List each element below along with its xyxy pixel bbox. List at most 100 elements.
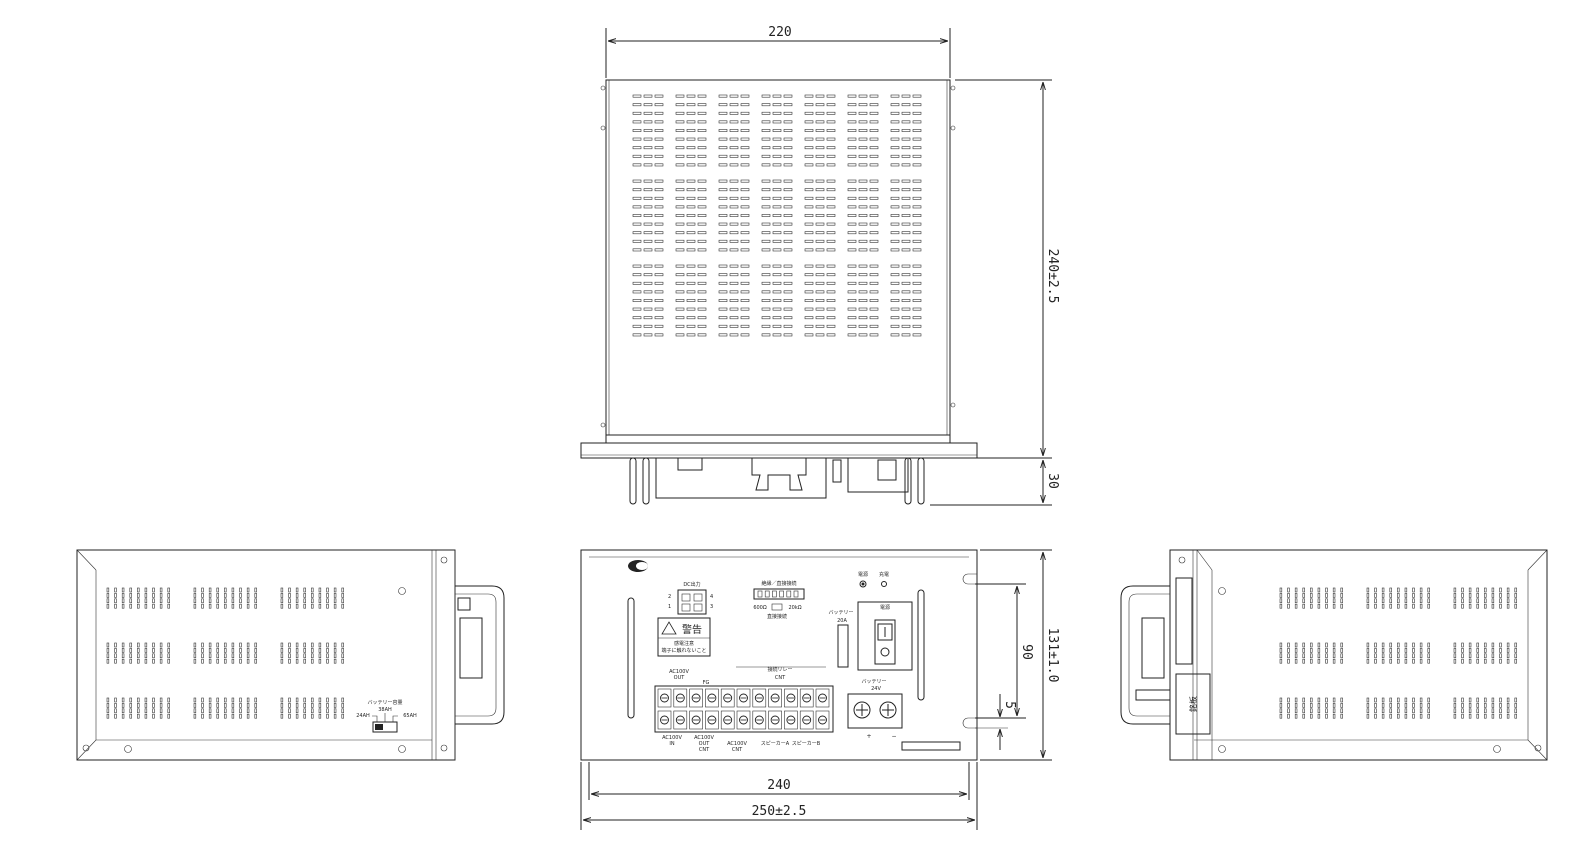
vent-slot	[224, 593, 227, 598]
vent-slot	[1302, 708, 1305, 714]
vent-slot	[1374, 593, 1377, 598]
fuse-value: 20A	[837, 618, 847, 624]
vent-slot	[869, 163, 879, 167]
vent-slot	[858, 146, 868, 150]
ac-cnt-label2: CNT	[732, 747, 743, 753]
battery-terminal-label: バッテリー	[861, 679, 886, 685]
vent-slot	[729, 299, 739, 302]
vent-slot	[772, 273, 782, 277]
vent-slot	[654, 196, 664, 200]
vent-slot	[901, 290, 911, 294]
isolation-dip-switch[interactable]	[753, 588, 805, 600]
vent-slot	[1484, 658, 1487, 664]
vent-slot	[675, 120, 685, 124]
vent-slot	[632, 103, 642, 107]
vent-slot	[1340, 587, 1343, 593]
vent-slot	[152, 658, 155, 664]
vent-slot	[167, 587, 170, 593]
vent-slot	[740, 94, 750, 98]
vent-slot	[333, 642, 337, 648]
power-switch[interactable]	[874, 619, 896, 665]
vent-slot	[1468, 653, 1472, 659]
battery-terminal[interactable]	[847, 693, 903, 729]
vent-slot	[231, 642, 235, 648]
vent-slot	[675, 290, 685, 294]
vent-slot	[167, 642, 170, 648]
vent-slot	[231, 658, 235, 664]
vent-slot	[1397, 587, 1400, 593]
vent-slot	[167, 658, 170, 664]
vent-slot	[740, 333, 750, 337]
vent-slot	[675, 154, 685, 158]
vent-slot	[1317, 593, 1321, 598]
vent-slot	[1332, 703, 1336, 708]
vent-slot	[772, 146, 782, 150]
vent-slot	[159, 587, 163, 593]
vent-slot	[201, 587, 204, 593]
relay-label: 接続リレー	[767, 666, 792, 673]
vent-slot	[901, 137, 911, 141]
vent-slot	[326, 703, 329, 708]
vent-slot	[729, 111, 739, 115]
vent-slot	[208, 603, 212, 609]
vent-slot	[632, 248, 642, 252]
vent-slot	[1461, 703, 1464, 708]
vent-slot	[718, 222, 728, 226]
vent-slot	[1514, 598, 1517, 604]
vent-slot	[729, 137, 739, 141]
battery-capacity-switch[interactable]	[372, 721, 398, 733]
vent-slot	[804, 111, 814, 115]
vent-slot	[1427, 708, 1430, 714]
vent-slot	[632, 290, 642, 294]
vent-slot	[783, 146, 793, 150]
vent-slot	[804, 196, 814, 200]
dc-output-connector[interactable]	[677, 589, 707, 615]
vent-slot	[1476, 653, 1479, 659]
vent-slot	[826, 111, 836, 115]
vent-slot	[826, 264, 836, 268]
vent-slot	[1340, 703, 1343, 708]
vent-slot	[1476, 648, 1479, 653]
vent-slot	[869, 214, 879, 217]
vent-slot	[333, 653, 337, 659]
vent-slot	[1514, 593, 1517, 598]
vent-slot	[890, 111, 900, 115]
vent-slot	[675, 307, 685, 311]
terminal-cell	[752, 688, 767, 708]
vent-slot	[675, 179, 685, 183]
vent-slot	[121, 658, 125, 664]
vent-slot	[216, 642, 219, 648]
vent-slot	[826, 231, 836, 235]
vent-slot	[869, 94, 879, 98]
vent-slot	[159, 648, 163, 653]
vent-slot	[341, 703, 344, 708]
vent-slot	[912, 214, 922, 217]
vent-slot	[858, 264, 868, 268]
vent-slot	[231, 697, 235, 703]
vent-slot	[1499, 658, 1502, 664]
terminal-block[interactable]	[654, 685, 834, 733]
vent-slot	[1287, 703, 1290, 708]
vent-slot	[901, 307, 911, 311]
vent-slot	[1514, 642, 1517, 648]
vent-slot	[869, 281, 879, 285]
vent-slot	[193, 658, 197, 664]
vent-slot	[740, 248, 750, 252]
vent-slot	[1506, 653, 1510, 659]
vent-slot	[1468, 708, 1472, 714]
vent-slot	[1381, 697, 1385, 703]
vent-slot	[675, 146, 685, 150]
vent-slot	[772, 324, 782, 328]
vent-slot	[208, 658, 212, 664]
vent-slot	[740, 231, 750, 235]
vent-slot	[804, 214, 814, 217]
vent-slot	[697, 248, 707, 252]
vent-slot	[815, 120, 825, 124]
battery-fuse[interactable]	[837, 624, 849, 668]
vent-slot	[1294, 642, 1298, 648]
vent-slot	[1287, 593, 1290, 598]
vent-slot	[288, 593, 291, 598]
vent-slot	[106, 697, 110, 703]
vent-slot	[1506, 593, 1510, 598]
vent-slot	[1506, 642, 1510, 648]
